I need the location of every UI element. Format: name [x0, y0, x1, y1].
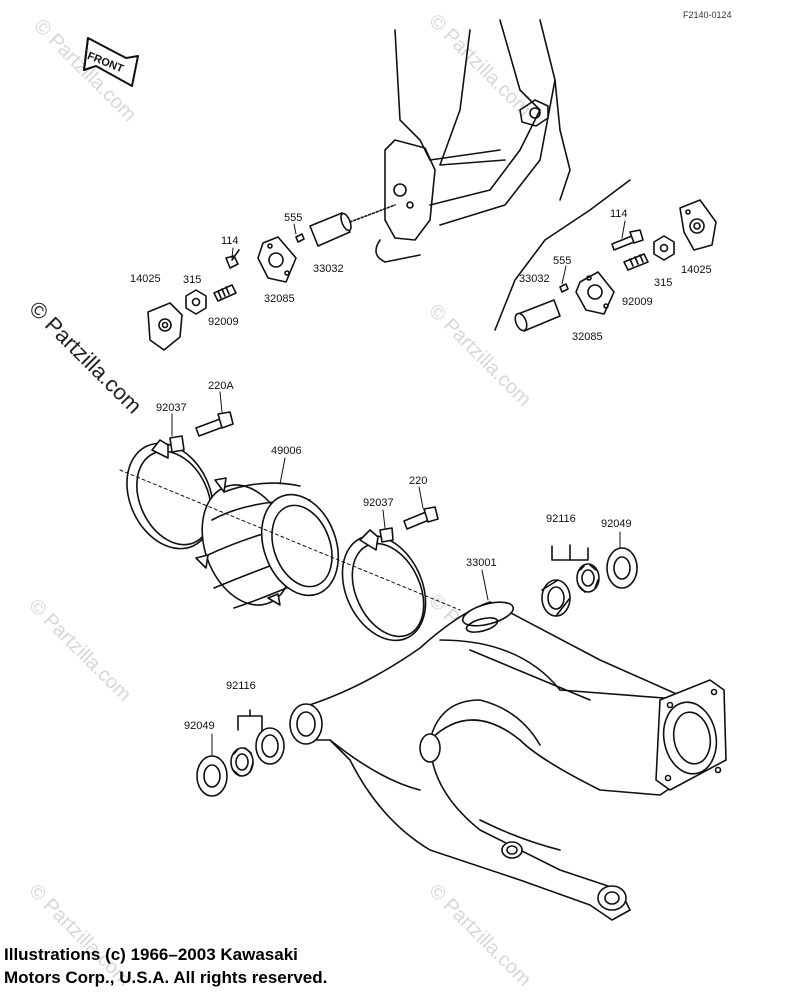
- part-label-49006: 49006: [271, 445, 302, 457]
- bearing-set-right: [541, 544, 638, 617]
- part-label-14025-left: 14025: [130, 273, 161, 285]
- part-label-92037-left: 92037: [156, 402, 187, 414]
- copyright-line-1: Illustrations (c) 1966–2003 Kawasaki: [4, 945, 298, 964]
- part-label-33032-right: 33032: [519, 273, 550, 285]
- frame-drawing: [375, 19, 631, 331]
- leader-lines: [171, 220, 626, 757]
- part-label-92009-left: 92009: [208, 316, 239, 328]
- part-label-114-right: 114: [610, 208, 628, 220]
- part-label-92116-left: 92116: [226, 680, 256, 692]
- part-label-92037-mid: 92037: [363, 497, 394, 509]
- part-label-33001: 33001: [466, 557, 497, 569]
- right-mount-assembly: [514, 199, 717, 332]
- front-arrow-icon: [83, 37, 139, 87]
- part-label-92049-right: 92049: [601, 518, 632, 530]
- bolt-220: [403, 506, 439, 530]
- part-label-33032-top: 33032: [313, 263, 344, 275]
- bolt-220a: [195, 411, 234, 437]
- part-label-14025-right: 14025: [681, 264, 712, 276]
- copyright-line-2: Motors Corp., U.S.A. All rights reserved…: [4, 968, 328, 987]
- swing-arm-33001: [289, 601, 727, 921]
- figure-code: F2140-0124: [683, 10, 732, 20]
- part-label-220a: 220A: [208, 380, 234, 392]
- part-label-92116-right: 92116: [546, 513, 576, 525]
- part-label-92009-right: 92009: [622, 296, 653, 308]
- clamp-middle: [341, 527, 427, 642]
- part-label-32085-right: 32085: [572, 331, 603, 343]
- part-label-315-left: 315: [183, 274, 202, 286]
- part-label-555-right: 555: [553, 255, 572, 267]
- clamp-left: [126, 435, 214, 550]
- part-label-92049-left: 92049: [184, 720, 215, 732]
- part-label-220: 220: [409, 475, 428, 487]
- left-mount-assembly: [147, 204, 396, 351]
- part-label-555-left: 555: [284, 212, 303, 224]
- part-label-315-right: 315: [654, 277, 673, 289]
- boot-49006: [195, 477, 340, 609]
- part-label-114-left: 114: [221, 235, 239, 247]
- part-label-32085-left: 32085: [264, 293, 295, 305]
